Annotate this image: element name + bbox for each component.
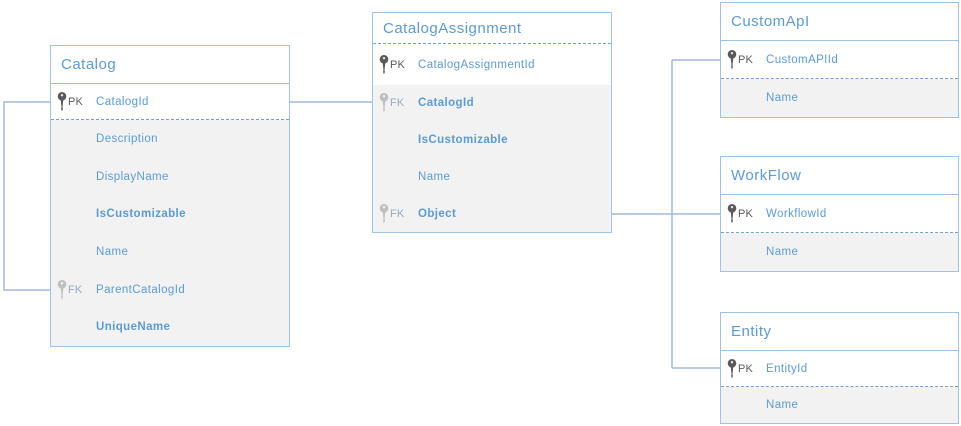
- field-row-catalogid[interactable]: PK CatalogId: [51, 84, 289, 120]
- primary-key-icon: [727, 358, 737, 379]
- table-customapi-title[interactable]: CustomApI: [721, 3, 958, 41]
- field-name: WorkflowId: [766, 207, 827, 220]
- field-row-displayname[interactable]: DisplayName: [51, 158, 289, 196]
- primary-key-icon: [727, 203, 737, 224]
- field-row-iscustomizable[interactable]: IsCustomizable: [373, 122, 611, 159]
- table-workflow-title[interactable]: WorkFlow: [721, 157, 958, 195]
- field-name: IsCustomizable: [96, 208, 186, 221]
- field-row-customapiid[interactable]: PK CustomAPIId: [721, 41, 958, 79]
- pk-label: PK: [68, 95, 84, 108]
- field-name: CatalogId: [96, 95, 149, 108]
- field-name: CustomAPIId: [766, 53, 839, 66]
- field-name: CatalogId: [418, 97, 474, 110]
- attribute-section: FK CatalogId IsCustomizable Name FK Obje…: [373, 85, 611, 232]
- fk-label: FK: [390, 97, 405, 110]
- foreign-key-icon: [379, 203, 389, 224]
- pk-label: PK: [738, 53, 754, 66]
- foreign-key-icon: [379, 93, 389, 113]
- field-name: Name: [766, 399, 799, 411]
- field-name: Object: [418, 207, 457, 220]
- field-row-entityid[interactable]: PK EntityId: [721, 351, 958, 387]
- field-row-name[interactable]: Name: [721, 79, 958, 117]
- table-entity[interactable]: Entity PK EntityId Name: [720, 312, 959, 424]
- fk-label: FK: [390, 207, 405, 220]
- primary-key-icon: [57, 91, 67, 112]
- field-row-name[interactable]: Name: [721, 233, 958, 271]
- field-name: IsCustomizable: [418, 134, 508, 147]
- field-name: Description: [96, 132, 158, 145]
- field-row-iscustomizable[interactable]: IsCustomizable: [51, 195, 289, 233]
- field-row-parentcatalogid[interactable]: FK ParentCatalogId: [51, 271, 289, 309]
- field-row-object[interactable]: FK Object: [373, 195, 611, 232]
- field-row-name[interactable]: Name: [51, 233, 289, 271]
- field-row-description[interactable]: Description: [51, 120, 289, 158]
- field-name: CatalogAssignmentId: [418, 58, 535, 71]
- field-row-workflowid[interactable]: PK WorkflowId: [721, 195, 958, 233]
- field-row-name[interactable]: Name: [721, 387, 958, 423]
- primary-key-icon: [379, 54, 389, 75]
- field-row-catalogid[interactable]: FK CatalogId: [373, 85, 611, 122]
- field-name: Name: [766, 246, 799, 258]
- field-name: ParentCatalogId: [96, 283, 186, 296]
- table-customapi[interactable]: CustomApI PK CustomAPIId Name: [720, 2, 959, 118]
- table-entity-title[interactable]: Entity: [721, 313, 958, 351]
- field-name: Name: [766, 92, 799, 104]
- attribute-section: Description DisplayName IsCustomizable N…: [51, 120, 289, 347]
- field-row-uniquename[interactable]: UniqueName: [51, 308, 289, 346]
- table-workflow[interactable]: WorkFlow PK WorkflowId Name: [720, 156, 959, 272]
- field-name: Name: [96, 245, 129, 258]
- table-catalog[interactable]: Catalog PK CatalogId Description Display…: [50, 45, 290, 348]
- connector-catalog-self-reference[interactable]: [3, 101, 50, 291]
- field-name: Name: [418, 170, 451, 183]
- pk-label: PK: [738, 362, 754, 375]
- table-catalogassignment[interactable]: CatalogAssignment PK CatalogAssignmentId…: [372, 12, 612, 233]
- attribute-section: Name: [721, 387, 958, 423]
- field-name: EntityId: [766, 362, 808, 375]
- field-row-catalogassignmentid[interactable]: PK CatalogAssignmentId: [373, 44, 611, 85]
- field-row-name[interactable]: Name: [373, 159, 611, 196]
- table-catalog-title[interactable]: Catalog: [51, 46, 289, 84]
- foreign-key-icon: [57, 279, 67, 300]
- pk-label: PK: [738, 207, 754, 220]
- fk-label: FK: [68, 283, 83, 296]
- field-name: DisplayName: [96, 170, 169, 183]
- attribute-section: Name: [721, 233, 958, 271]
- table-catalogassignment-title[interactable]: CatalogAssignment: [373, 13, 611, 44]
- pk-label: PK: [390, 58, 406, 71]
- field-name: UniqueName: [96, 321, 171, 334]
- primary-key-icon: [727, 49, 737, 70]
- attribute-section: Name: [721, 79, 958, 117]
